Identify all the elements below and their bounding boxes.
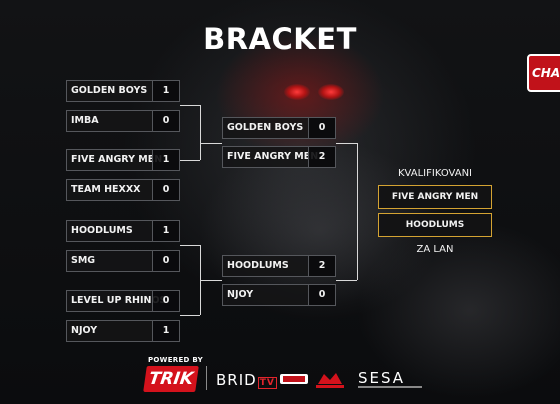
r2-match2-team1: HOODLUMS 2 <box>222 255 336 277</box>
lan-label: ZA LAN <box>416 244 454 255</box>
rur-logo <box>280 374 308 384</box>
team-name: NJOY <box>71 325 98 336</box>
right-eye-glow <box>318 84 344 100</box>
r2-match1-team1: GOLDEN BOYS 0 <box>222 117 336 139</box>
connector <box>200 280 222 281</box>
championship-badge: CHAL <box>527 54 560 92</box>
connector <box>180 245 200 246</box>
finalist-2: HOODLUMS <box>378 213 492 237</box>
trik-logo: TRIK <box>143 366 199 392</box>
redragon-logo <box>316 373 344 388</box>
connector <box>200 105 201 160</box>
connector <box>180 315 200 316</box>
brid-text: BRID <box>216 371 257 389</box>
qualified-label: KVALIFIKOVANI <box>398 168 472 179</box>
left-eye-glow <box>284 84 310 100</box>
page-title: BRACKET <box>203 22 357 56</box>
finalist-1: FIVE ANGRY MEN <box>378 185 492 209</box>
team-name: FIVE ANGRY MEN <box>227 151 319 162</box>
team-score: 1 <box>152 321 179 341</box>
r1-match1-team1: GOLDEN BOYS 1 <box>66 80 180 102</box>
connector <box>200 143 222 144</box>
team-score: 0 <box>308 118 335 138</box>
team-score: 2 <box>308 256 335 276</box>
connector <box>180 160 200 161</box>
tv-text: TV <box>257 377 277 389</box>
r2-match2-team2: NJOY 0 <box>222 284 336 306</box>
team-name: IMBA <box>71 115 99 126</box>
r1-match4-team1: LEVEL UP RHINOS 0 <box>66 290 180 312</box>
r1-match2-team1: FIVE ANGRY MEN 1 <box>66 149 180 171</box>
team-name: LEVEL UP RHINOS <box>71 295 167 306</box>
team-name: TEAM HEXXX <box>71 184 141 195</box>
team-score: 1 <box>152 81 179 101</box>
team-name: NJOY <box>227 289 254 300</box>
sesa-tagline <box>358 386 422 388</box>
team-score: 0 <box>308 285 335 305</box>
r1-match3-team1: HOODLUMS 1 <box>66 220 180 242</box>
connector <box>180 105 200 106</box>
r1-match4-team2: NJOY 1 <box>66 320 180 342</box>
team-score: 0 <box>152 251 179 271</box>
team-name: HOODLUMS <box>71 225 133 236</box>
team-score: 0 <box>152 291 179 311</box>
team-score: 0 <box>152 180 179 200</box>
r1-match1-team2: IMBA 0 <box>66 110 180 132</box>
footer-divider <box>206 366 207 390</box>
connector <box>336 143 357 144</box>
team-name: HOODLUMS <box>227 260 289 271</box>
team-score: 0 <box>152 111 179 131</box>
powered-by-label: POWERED BY <box>148 356 204 364</box>
r2-match1-team2: FIVE ANGRY MEN 2 <box>222 146 336 168</box>
team-score: 1 <box>152 221 179 241</box>
connector <box>357 143 358 280</box>
team-name: GOLDEN BOYS <box>71 85 148 96</box>
team-name: GOLDEN BOYS <box>227 122 304 133</box>
r1-match2-team2: TEAM HEXXX 0 <box>66 179 180 201</box>
r1-match3-team2: SMG 0 <box>66 250 180 272</box>
team-name: FIVE ANGRY MEN <box>71 154 163 165</box>
team-score: 2 <box>308 147 335 167</box>
sesa-logo: SESA <box>358 369 406 387</box>
team-name: SMG <box>71 255 96 266</box>
team-score: 1 <box>152 150 179 170</box>
connector <box>336 280 357 281</box>
